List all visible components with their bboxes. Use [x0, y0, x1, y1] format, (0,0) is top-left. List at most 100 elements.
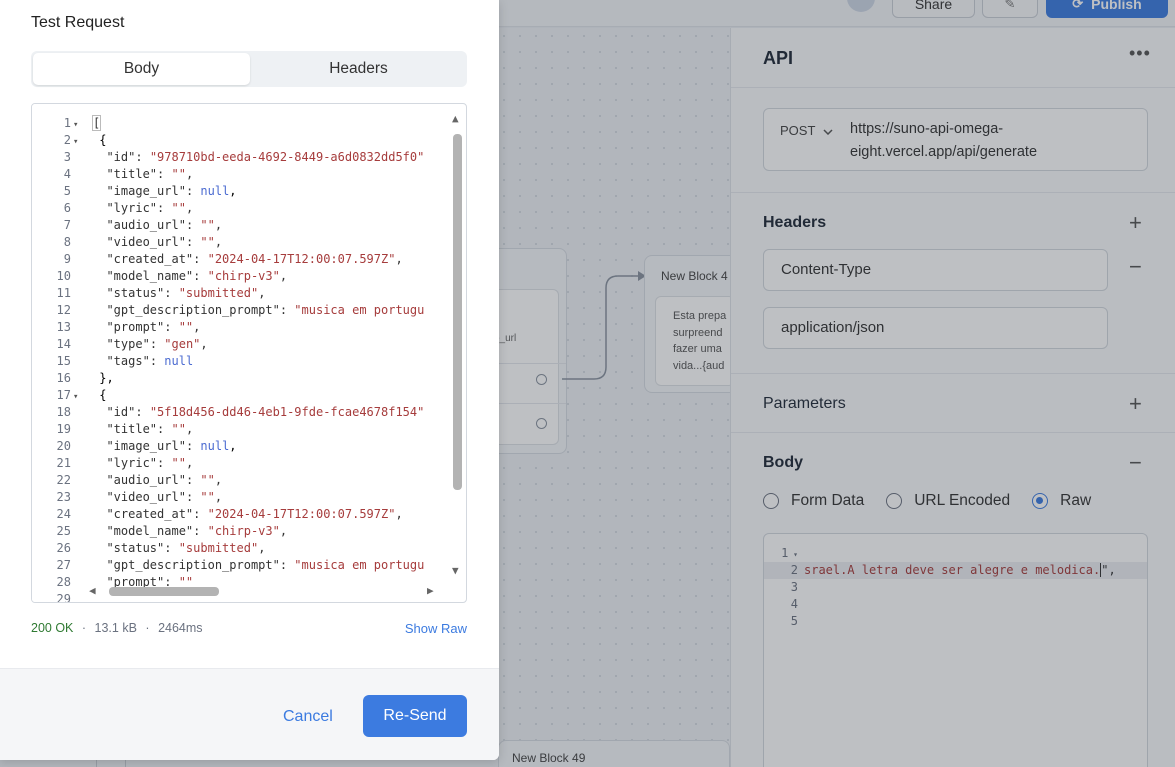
edit-button[interactable]: ✎ [982, 0, 1038, 18]
radio-form-data[interactable]: Form Data [763, 492, 864, 510]
publish-button[interactable]: ⟳Publish [1046, 0, 1168, 18]
scroll-up-icon[interactable]: ▲ [452, 112, 459, 125]
flow-node[interactable]: New Block 4 Esta prepa surpreend fazer u… [644, 255, 735, 393]
code-line: "video_url": "", [106, 235, 223, 249]
line-number: 26 [56, 541, 71, 555]
header-key-input[interactable]: Content-Type [763, 249, 1108, 291]
line-number: 5 [63, 184, 71, 198]
code-line: "status": "submitted", [106, 286, 266, 300]
more-horizontal-icon[interactable]: ••• [1129, 43, 1151, 63]
share-button[interactable]: Share [892, 0, 975, 18]
line-number: 15 [56, 354, 71, 368]
line-number: 16 [56, 371, 71, 385]
code-line: "image_url": null, [106, 184, 237, 198]
node-title: New Block 4 [661, 269, 728, 283]
radio-label: Form Data [791, 492, 865, 509]
line-number: 10 [56, 269, 71, 283]
code-line: "id": "5f18d456-dd46-4eb1-9fde-fcae4678f… [106, 405, 425, 419]
code-line: "prompt": "" [106, 575, 194, 589]
divider [731, 432, 1175, 433]
line-number: 7 [63, 218, 71, 232]
horizontal-scrollbar[interactable]: ◀ ▶ [87, 584, 447, 598]
resend-button[interactable]: Re-Send [363, 695, 467, 737]
radio-raw[interactable]: Raw [1032, 492, 1091, 510]
add-header-icon[interactable]: + [1129, 210, 1142, 235]
add-parameter-icon[interactable]: + [1129, 391, 1142, 416]
code-line: "gpt_description_prompt": "musica em por… [106, 558, 425, 572]
code-line: "created_at": "2024-04-17T12:00:07.597Z"… [106, 507, 403, 521]
vertical-scrollbar[interactable]: ▲ ▼ [451, 112, 465, 577]
tab-body[interactable]: Body [33, 53, 250, 85]
separator: · [145, 621, 150, 635]
code-line: "audio_url": "", [106, 473, 223, 487]
text-cursor: " [1100, 563, 1109, 577]
code-line: "gpt_description_prompt": "musica em por… [106, 303, 425, 317]
code-line: { [92, 133, 107, 147]
output-port[interactable] [536, 374, 547, 385]
line-number: 19 [56, 422, 71, 436]
line-number: 21 [56, 456, 71, 470]
body-code-editor[interactable]: 1 ▾ 2 3 4 5 srael.A letra deve ser alegr… [763, 533, 1148, 767]
headers-title: Headers [763, 214, 827, 231]
radio-dot [763, 493, 779, 509]
show-raw-link[interactable]: Show Raw [404, 621, 467, 636]
tab-headers[interactable]: Headers [329, 60, 388, 77]
body-type-radio-group: Form Data URL Encoded Raw [763, 492, 1113, 510]
avatar[interactable] [847, 0, 875, 12]
fold-toggle-icon[interactable]: ▾ [73, 137, 79, 147]
header-value-input[interactable]: application/json [763, 307, 1108, 349]
code-line: "audio_url": "", [106, 218, 223, 232]
parameters-title: Parameters [763, 395, 846, 412]
code-line: "type": "gen", [106, 337, 208, 351]
flow-node[interactable] [498, 740, 730, 767]
publish-label: Publish [1091, 0, 1142, 12]
line-number: 23 [56, 490, 71, 504]
collapse-body-icon[interactable]: − [1129, 450, 1142, 475]
scroll-down-icon[interactable]: ▼ [452, 564, 459, 577]
node-content: Esta prepa surpreend fazer uma vida...{a… [655, 296, 735, 386]
code-line: "created_at": "2024-04-17T12:00:07.597Z"… [106, 252, 403, 266]
remove-header-icon[interactable]: − [1129, 254, 1142, 279]
line-number: 4 [63, 167, 71, 181]
code-line: "status": "submitted", [106, 541, 266, 555]
line-number: 17▾ [32, 387, 82, 404]
node-divider [481, 403, 566, 404]
scroll-left-icon[interactable]: ◀ [89, 584, 96, 597]
fold-toggle-icon[interactable]: ▾ [73, 392, 79, 402]
scroll-right-icon[interactable]: ▶ [427, 584, 434, 597]
url-input[interactable]: https://suno-api-omega-eight.vercel.app/… [850, 121, 1038, 160]
divider [731, 373, 1175, 374]
response-status-row: 200 OK · 13.1 kB · 2464ms Show Raw [31, 621, 467, 636]
output-port[interactable] [536, 418, 547, 429]
method-select[interactable]: POST [780, 123, 833, 138]
line-number: 8 [63, 235, 71, 249]
line-number: 27 [56, 558, 71, 572]
scrollbar-thumb[interactable] [453, 134, 462, 490]
node-divider [481, 363, 566, 364]
node-field-label: o_url [494, 333, 517, 344]
line-number: 13 [56, 320, 71, 334]
line-number: 18 [56, 405, 71, 419]
code-line: "id": "978710bd-eeda-4692-8449-a6d0832dd… [106, 150, 425, 164]
code-content: [ { "id": "978710bd-eeda-4692-8449-a6d08… [92, 115, 448, 595]
line-number: 1▾ [32, 115, 82, 132]
line-number: 3 [63, 150, 71, 164]
radio-url-encoded[interactable]: URL Encoded [886, 492, 1010, 510]
code-line: "video_url": "", [106, 490, 223, 504]
code-line: { [92, 388, 107, 402]
node-content: o_url [489, 289, 559, 445]
scrollbar-thumb[interactable] [109, 587, 219, 596]
share-label: Share [914, 0, 953, 12]
radio-label: Raw [1060, 492, 1092, 509]
url-box: POST https://suno-api-omega-eight.vercel… [763, 108, 1148, 171]
code-line: "model_name": "chirp-v3", [106, 269, 288, 283]
pencil-icon: ✎ [1004, 0, 1016, 11]
body-title: Body [763, 454, 803, 471]
fold-toggle-icon[interactable]: ▾ [73, 120, 79, 130]
radio-label: URL Encoded [914, 492, 1011, 509]
node-title: New Block 49 [512, 751, 586, 765]
cancel-button[interactable]: Cancel [283, 708, 333, 725]
